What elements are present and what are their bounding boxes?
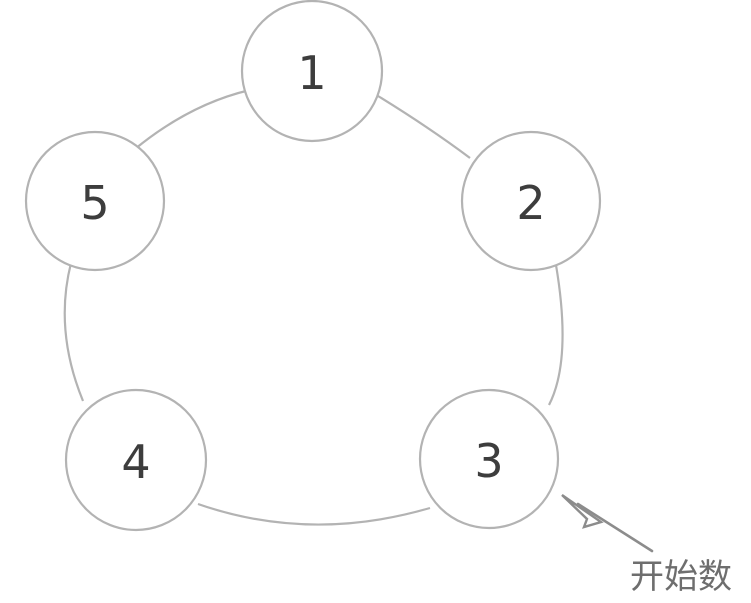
edge-node4-node5 [63,262,85,402]
node-1-label: 1 [297,46,326,100]
node-2-circle[interactable] [460,130,602,272]
edge-node1-node2 [377,95,471,159]
edge-group [63,88,564,526]
edge-node2-node3 [548,264,564,406]
edge-node3-node4 [197,502,431,526]
node-5-circle[interactable] [24,130,166,272]
node-1-circle[interactable] [240,0,384,143]
pointer-arrowhead [561,494,604,529]
edge-node5-node1 [134,88,251,150]
start-pointer-arrow-icon [561,494,654,553]
node-2-label: 2 [516,176,545,230]
node-4[interactable]: 4 [64,388,208,532]
pointer-shaft [576,502,654,553]
node-5[interactable]: 5 [24,130,166,272]
start-annotation-label: 开始数 [630,557,732,597]
node-5-label: 5 [80,176,109,230]
node-1[interactable]: 1 [240,0,384,143]
node-3-circle[interactable] [418,388,560,530]
node-3-label: 3 [474,434,503,488]
node-4-circle[interactable] [64,388,208,532]
node-3[interactable]: 3 [418,388,560,530]
node-2[interactable]: 2 [460,130,602,272]
node-4-label: 4 [121,435,150,489]
